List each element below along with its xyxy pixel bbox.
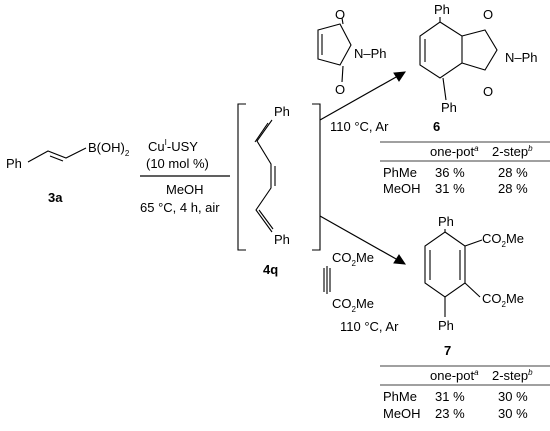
upper-conditions: 110 °C, Ar xyxy=(330,119,389,134)
maleimide-o-top: O xyxy=(335,7,345,22)
t6-row2-onepot: 31 % xyxy=(435,181,465,196)
t7-row2-onepot: 23 % xyxy=(435,406,465,421)
t6-col2: 2-stepb xyxy=(492,144,533,159)
lower-conditions: 110 °C, Ar xyxy=(340,319,399,334)
p6-ph-top: Ph xyxy=(434,2,450,17)
diene-ph-bottom: Ph xyxy=(274,232,290,247)
diene-chain xyxy=(255,119,273,233)
diene-double-1 xyxy=(254,122,269,143)
maleimide-n-ph: N–Ph xyxy=(354,46,387,61)
left-bracket xyxy=(237,103,246,251)
t7-col1: one-pota xyxy=(430,368,479,383)
p6-n-ph: N–Ph xyxy=(505,50,538,65)
reactant-label: 3a xyxy=(48,190,63,205)
maleimide-co-top xyxy=(341,17,344,25)
t6-row1-solvent: PhMe xyxy=(383,165,417,180)
p7-ester-top: CO2Me xyxy=(482,231,524,249)
t6-row1-twostep: 28 % xyxy=(498,165,528,180)
p6-ph-bottom: Ph xyxy=(441,100,457,115)
diene-double-3 xyxy=(258,209,274,230)
t7-row1-onepot: 31 % xyxy=(435,389,465,404)
right-bracket xyxy=(312,103,321,251)
t6-col1: one-pota xyxy=(430,144,479,159)
p6-cyclohexene xyxy=(419,21,463,79)
t7-row2-twostep: 30 % xyxy=(498,406,528,421)
maleimide-ring xyxy=(317,23,352,66)
catalyst-label: CuI-USY xyxy=(148,138,198,154)
arrowhead-lower xyxy=(393,254,406,265)
step1-conditions: CuI-USY (10 mol %) MeOH 65 °C, 4 h, air xyxy=(140,138,230,215)
vinyl-bonds xyxy=(27,147,87,163)
vinyl-double-bond xyxy=(49,155,64,162)
maleimide-co-bottom xyxy=(341,65,344,83)
reaction-arrow-upper xyxy=(319,71,406,121)
t7-row2-solvent: MeOH xyxy=(383,406,421,421)
t6-row2-twostep: 28 % xyxy=(498,181,528,196)
p6-ph-bottom-bond xyxy=(442,77,447,101)
boronic-acid-label: B(OH)2 xyxy=(88,140,130,158)
temp-time-label: 65 °C, 4 h, air xyxy=(140,200,220,215)
p7-cyclohexadiene xyxy=(424,231,466,298)
p7-ph-top: Ph xyxy=(438,214,454,229)
catalyst-loading: (10 mol %) xyxy=(146,156,209,171)
diene-ph-top: Ph xyxy=(274,104,290,119)
p6-imide-ring xyxy=(461,29,498,71)
intermediate-label: 4q xyxy=(263,262,278,277)
lower-reaction: CO2Me CO2Me 110 °C, Ar xyxy=(319,215,406,334)
t6-row1-onepot: 36 % xyxy=(435,165,465,180)
upper-reaction: O O N–Ph 110 °C, Ar xyxy=(317,7,406,134)
intermediate-4q: Ph Ph 4q xyxy=(237,103,321,277)
reactant-3a: Ph B(OH)2 3a xyxy=(6,140,130,205)
p7-ester-bottom: CO2Me xyxy=(482,291,524,309)
product-7: Ph Ph CO2Me CO2Me 7 one-pota 2-stepb PhM… xyxy=(380,214,550,421)
solvent-label: MeOH xyxy=(166,182,204,197)
t7-row1-solvent: PhMe xyxy=(383,389,417,404)
product7-label: 7 xyxy=(444,343,451,358)
dmad-ester-bottom: CO2Me xyxy=(332,296,374,314)
arrowhead-upper xyxy=(393,71,406,82)
t7-row1-twostep: 30 % xyxy=(498,389,528,404)
p6-o-bottom: O xyxy=(483,84,493,99)
reactant-ph: Ph xyxy=(6,156,22,171)
p7-ester-bottom-bond xyxy=(464,282,481,298)
t6-row2-solvent: MeOH xyxy=(383,181,421,196)
p7-ester-top-bond xyxy=(464,239,483,247)
dmad-ester-top: CO2Me xyxy=(332,250,374,268)
maleimide-o-bottom: O xyxy=(335,82,345,97)
product-6: Ph Ph O O N–Ph 6 one-pota 2-stepb PhMe 3… xyxy=(380,2,550,196)
product6-label: 6 xyxy=(433,119,440,134)
reaction-arrow-lower xyxy=(319,215,406,265)
p6-o-top: O xyxy=(483,7,493,22)
t7-col2: 2-stepb xyxy=(492,368,533,383)
p7-ph-bottom: Ph xyxy=(438,318,454,333)
